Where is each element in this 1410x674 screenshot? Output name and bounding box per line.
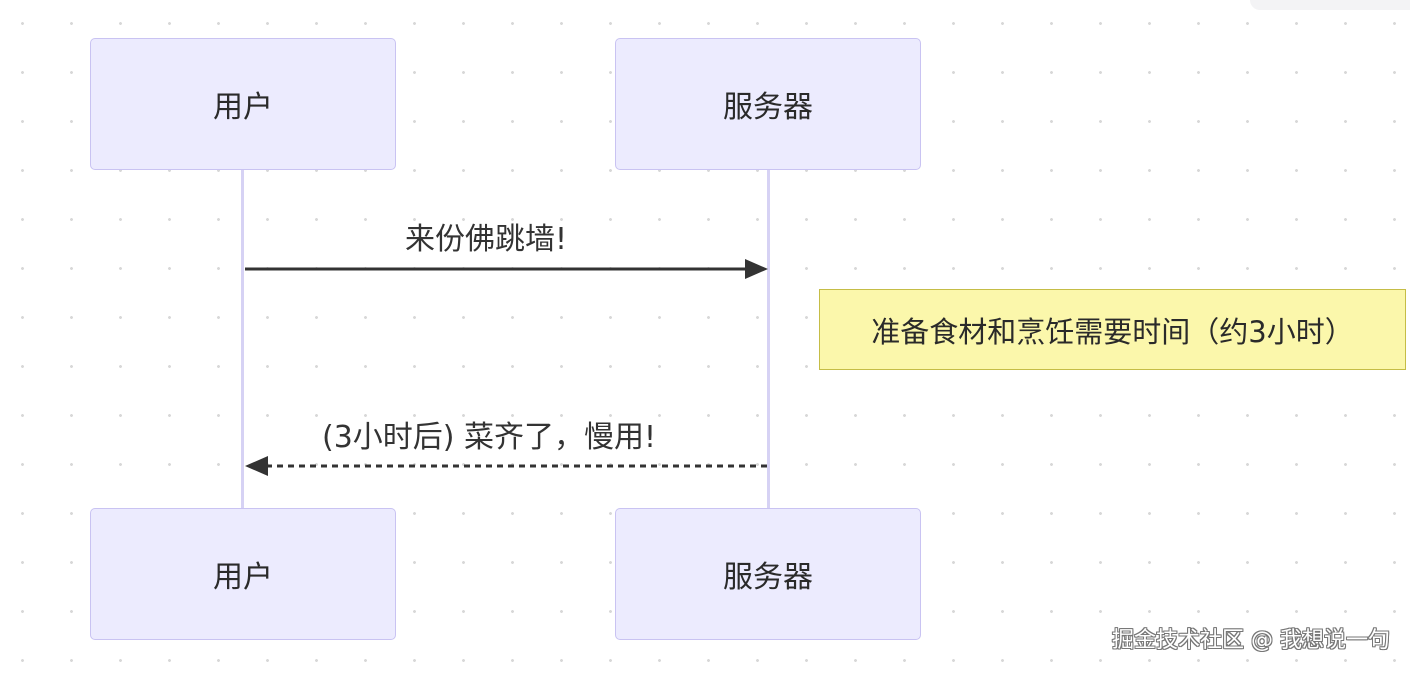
message-2-arrowhead [245,456,268,476]
message-1-label: 来份佛跳墙! [405,222,568,257]
actor-user-top: 用户 [90,38,396,170]
note-server: 准备食材和烹饪需要时间（约3小时） [819,289,1406,370]
top-corner-panel [1250,0,1410,10]
actor-user-bottom: 用户 [90,508,396,640]
actor-server-bottom-label: 服务器 [723,560,813,595]
actor-server-top-label: 服务器 [723,90,813,125]
actor-user-top-label: 用户 [213,90,273,125]
message-1-arrowhead [745,259,768,279]
lifeline-server [767,170,770,510]
actor-server-top: 服务器 [615,38,921,170]
watermark: 掘金技术社区 @ 我想说一句 [1112,628,1390,653]
actor-user-bottom-label: 用户 [213,560,273,595]
actor-server-bottom: 服务器 [615,508,921,640]
message-2-label: (3小时后) 菜齐了，慢用! [322,420,657,455]
lifeline-user [241,170,244,510]
note-text: 准备食材和烹饪需要时间（约3小时） [871,314,1354,349]
